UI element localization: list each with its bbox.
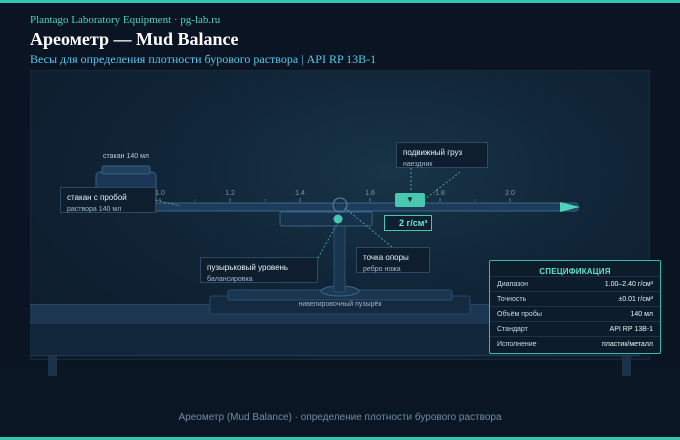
spec-panel: СПЕЦИФИКАЦИЯ Диапазон 1.00–2.40 г/см³ Точ… [489,260,661,354]
fulcrum-pillar [333,217,346,293]
scale-tick-label: 1.0 [155,190,165,197]
callout-bubble-sub: балансировка [207,276,253,283]
scale-tick-label: 1.2 [225,190,235,197]
scale-tick-label: 2.0 [505,190,515,197]
callout-rider-sub: наездник [403,161,433,168]
brand-line[interactable]: Plantago Laboratory Equipment · pg-lab.r… [30,14,221,26]
beam-arrow-tip [560,202,580,212]
rider-down-arrow-icon: ▼ [406,195,414,204]
top-accent-bar [0,0,680,3]
scale-tick-label: 1.6 [365,190,375,197]
callout-cup: стакан с пробой растворa 140 мл [60,187,156,213]
bubble-leader-line [317,221,339,259]
floor [0,362,680,437]
scale-tick-label: 1.8 [435,190,445,197]
callout-rider-title: подвижный груз [403,148,463,157]
spec-label: Диапазон [497,280,529,288]
cup-leader-line [155,199,181,207]
scale-tick-label: 1.4 [295,190,305,197]
bench-leg-right [622,356,631,376]
callout-bubble: пузырьковый уровень балансировка [200,257,318,283]
callout-bubble-title: пузырьковый уровень [207,263,289,272]
density-readout: 2 г/см³ [384,215,433,231]
level-bubble-icon [333,214,343,224]
footer-caption: Ареометр (Mud Balance) · определение пло… [178,412,502,423]
spec-value: 1.00–2.40 г/см³ [604,280,653,288]
bottom-accent-bar [0,437,680,440]
callout-fulcrum-sub: ребро ножа [363,266,401,273]
callout-cup-title: стакан с пробой [67,193,127,202]
spec-row: Диапазон 1.00–2.40 г/см³ [490,276,660,291]
spec-row: Стандарт API RP 13B-1 [490,321,660,336]
beam-bubble-level [279,211,373,227]
spec-row: Исполнение пластик/металл [490,336,660,351]
spec-value: 140 мл [630,310,653,318]
spec-row: Объём пробы 140 мл [490,306,660,321]
page-header: Plantago Laboratory Equipment · pg-lab.r… [30,14,376,67]
callout-fulcrum-title: точка опоры [363,253,409,262]
spec-value: API RP 13B-1 [609,325,653,333]
rider-weight[interactable]: ▼ [395,193,425,207]
base-bubble-label: нивелировочный пузырёк [298,301,382,308]
callout-fulcrum: точка опоры ребро ножа [356,247,430,273]
page-title: Ареометр — Mud Balance [30,29,239,49]
callout-rider: подвижный груз наездник [396,142,488,168]
spec-label: Объём пробы [497,310,542,318]
spec-label: Стандарт [497,325,528,333]
spec-value: ±0.01 г/см³ [618,295,653,303]
balance-beam [149,202,579,212]
spec-heading: СПЕЦИФИКАЦИЯ [539,267,611,276]
cup-top-label: стакан 140 мл [103,153,149,160]
knife-edge-pivot-icon [332,197,348,213]
spec-row: Точность ±0.01 г/см³ [490,291,660,306]
cup-lid [101,165,151,175]
spec-value: пластик/металл [601,340,653,348]
spec-label: Исполнение [497,340,537,348]
page-subtitle: Весы для определения плотности бурового … [30,52,377,66]
callout-cup-sub: растворa 140 мл [67,206,122,213]
bench-leg-left [48,356,57,376]
spec-label: Точность [497,295,527,303]
